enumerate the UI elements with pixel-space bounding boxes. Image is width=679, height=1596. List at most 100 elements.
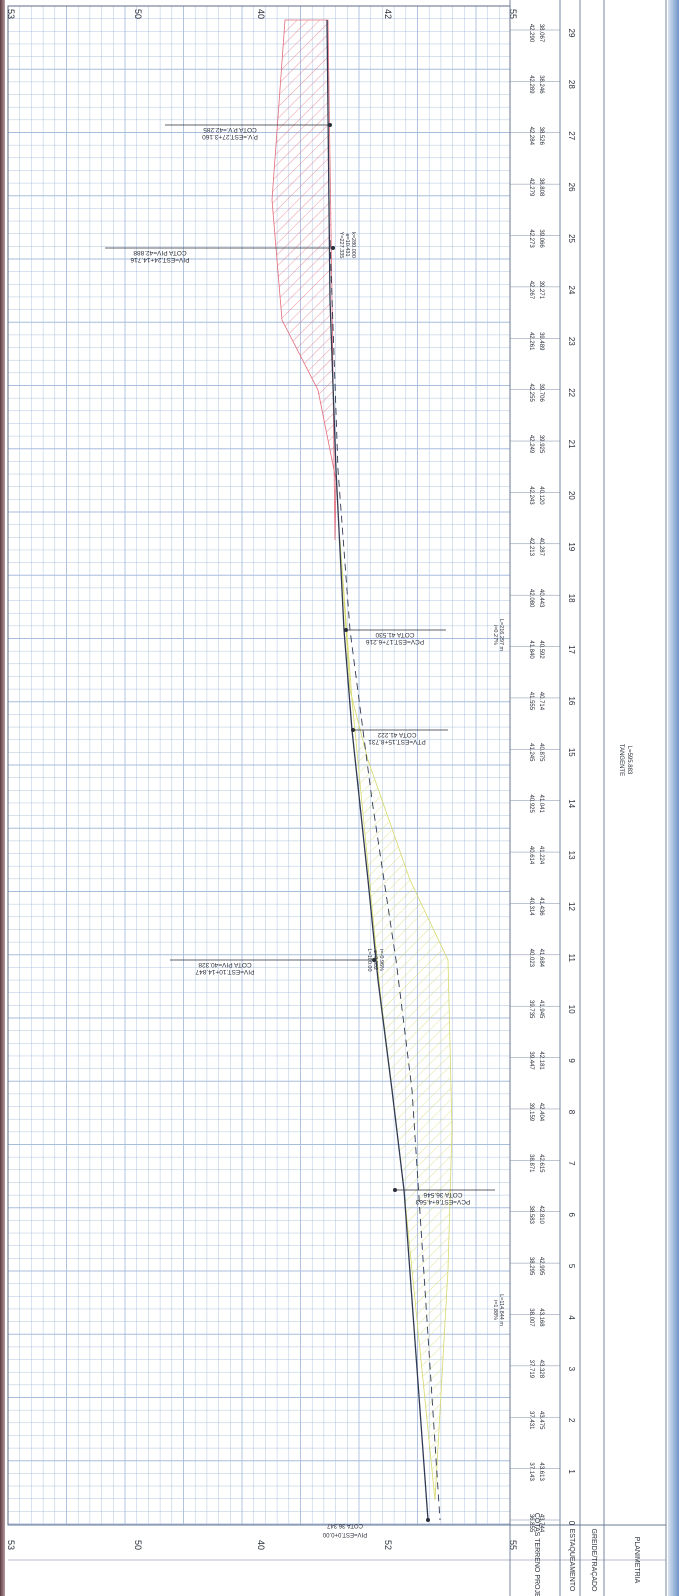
scale-label-top: 42 xyxy=(383,9,393,19)
cota-terreno-value: 37.719 xyxy=(528,1360,534,1379)
cut-section-hatch xyxy=(271,19,337,541)
cota-terreno-value: 37.143 xyxy=(528,1462,534,1481)
cota-terreno-value: 42.255 xyxy=(528,383,534,402)
station-number: 13 xyxy=(567,851,576,860)
cota-terreno-value: 40.314 xyxy=(528,897,534,916)
callout-elevation-text: COTA 36.546 xyxy=(423,1191,462,1198)
callout-elevation-text: COTA PIV=40.328 xyxy=(198,961,252,968)
vertical-curve-parameter: k=280.000 xyxy=(350,232,356,258)
station-number: 4 xyxy=(567,1315,576,1320)
scale-label-bottom: 53 xyxy=(6,1540,16,1550)
callout-station-text: PTV=EST.15+8.731 xyxy=(368,738,426,745)
vertex-point xyxy=(372,958,376,962)
station-number: 22 xyxy=(567,388,576,397)
scale-label-bottom: 40 xyxy=(256,1540,266,1550)
cota-projeto-value: 40.120 xyxy=(538,486,544,505)
cota-projeto-value: 41.436 xyxy=(538,897,544,916)
callout-station-text: PIV=EST.10+14.847 xyxy=(195,968,254,975)
cota-terreno-value: 41.840 xyxy=(528,640,534,659)
vertical-curve-parameter: e=0.352 xyxy=(372,950,378,970)
terrain-line xyxy=(329,239,441,1521)
station-number: 14 xyxy=(567,799,576,808)
vertex-point xyxy=(351,728,355,732)
scale-label-bottom: 50 xyxy=(133,1540,143,1550)
callout-elevation-text: COTA 41.222 xyxy=(377,731,416,738)
station-number: 15 xyxy=(567,748,576,757)
callout-station-text: PCV=EST.17+6.216 xyxy=(366,638,425,645)
planimetria-length-label: L=595.883 xyxy=(626,746,632,775)
cota-terreno-value: 42.279 xyxy=(528,178,534,197)
vertical-curve-parameter: L=100.00 xyxy=(366,948,372,971)
cota-terreno-value: 38.007 xyxy=(528,1308,534,1327)
cota-projeto-value: 43.744 xyxy=(538,1514,544,1533)
right-scan-edge xyxy=(668,0,679,1596)
cota-terreno-value: 42.289 xyxy=(528,75,534,94)
cota-projeto-value: 40.714 xyxy=(538,692,544,711)
station-number: 27 xyxy=(567,131,576,140)
cota-projeto-value: 39.706 xyxy=(538,383,544,402)
vertex-point xyxy=(393,1188,397,1192)
cota-projeto-value: 41.684 xyxy=(538,949,544,968)
scale-label-bottom: 55 xyxy=(508,1540,518,1550)
projected-grade-line xyxy=(326,19,429,1521)
cota-projeto-value: 42.810 xyxy=(538,1206,544,1225)
scale-label-top: 53 xyxy=(6,9,16,19)
station-number: 5 xyxy=(567,1264,576,1269)
station-number: 17 xyxy=(567,645,576,654)
scale-label-top: 55 xyxy=(508,9,518,19)
cota-projeto-value: 43.475 xyxy=(538,1411,544,1430)
station-number: 16 xyxy=(567,696,576,705)
cota-terreno-value: 42.290 xyxy=(528,24,534,43)
cota-projeto-value: 40.875 xyxy=(538,743,544,762)
scale-label-top: 40 xyxy=(256,9,266,19)
station-number: 12 xyxy=(567,902,576,911)
cota-projeto-value: 42.404 xyxy=(538,1103,544,1122)
vertical-curve-parameter: e=10.431 xyxy=(344,233,350,256)
vertex-point xyxy=(328,123,332,127)
cota-projeto-value: 39.066 xyxy=(538,229,544,248)
cota-projeto-value: 40.443 xyxy=(538,589,544,608)
cota-terreno-value: 39.735 xyxy=(528,1000,534,1019)
vertex-point xyxy=(426,1518,430,1522)
station-number: 26 xyxy=(567,183,576,192)
cota-terreno-value: 38.295 xyxy=(528,1257,534,1276)
station-number: 6 xyxy=(567,1212,576,1217)
cota-projeto-value: 41.224 xyxy=(538,846,544,865)
callout-elevation-text: COTA PIV=42.888 xyxy=(133,249,187,256)
cota-terreno-value: 39.447 xyxy=(528,1051,534,1070)
grade-note: L=114.844 m xyxy=(498,1294,504,1326)
cota-projeto-value: 38.526 xyxy=(538,127,544,146)
cota-projeto-value: 42.615 xyxy=(538,1154,544,1173)
station-number: 20 xyxy=(567,491,576,500)
station-number: 28 xyxy=(567,80,576,89)
cota-terreno-value: 42.267 xyxy=(528,281,534,300)
station-number: 8 xyxy=(567,1110,576,1115)
cota-projeto-value: 39.925 xyxy=(538,435,544,454)
station-number: 23 xyxy=(567,337,576,346)
cota-terreno-value: 42.284 xyxy=(528,127,534,146)
station-number: 10 xyxy=(567,1005,576,1014)
table-row-label: GREIDE/TRAÇADO xyxy=(590,1528,597,1592)
cota-projeto-value: 41.041 xyxy=(538,795,544,814)
cota-projeto-value: 38.246 xyxy=(538,75,544,94)
cota-projeto-value: 43.168 xyxy=(538,1308,544,1327)
station-number: 0 xyxy=(567,1521,576,1526)
station-number: 21 xyxy=(567,440,576,449)
cota-projeto-value: 40.592 xyxy=(538,640,544,659)
vertical-curve-parameter: Y=227.335 xyxy=(338,232,344,259)
station-number: 29 xyxy=(567,29,576,38)
callout-station-text: PIV=EST.24+14.716 xyxy=(130,256,189,263)
cota-terreno-value: 42.213 xyxy=(528,538,534,557)
scale-label-bottom: 52 xyxy=(383,1540,393,1550)
cota-terreno-value: 36.855 xyxy=(528,1514,534,1533)
callout-station-text: PCV=EST.6+4.563 xyxy=(415,1198,470,1205)
station-number: 2 xyxy=(567,1418,576,1423)
station-number: 11 xyxy=(567,954,576,963)
cota-terreno-value: 40.614 xyxy=(528,846,534,865)
vertex-point xyxy=(331,246,335,250)
cota-projeto-value: 43.613 xyxy=(538,1462,544,1481)
cota-terreno-value: 38.583 xyxy=(528,1206,534,1225)
planimetria-tangent-label: TANGENTE xyxy=(618,744,624,776)
cota-terreno-value: 42.080 xyxy=(528,589,534,608)
